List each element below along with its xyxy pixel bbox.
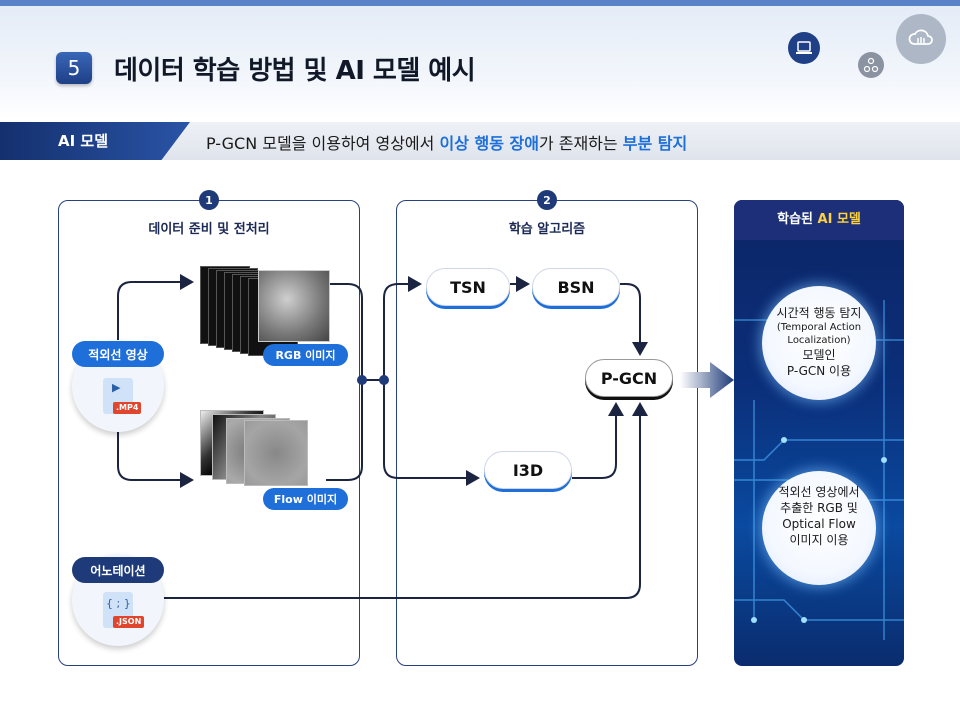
result-title-pre: 학습된	[777, 212, 818, 227]
cloud-icon	[896, 14, 946, 64]
circle1-line3: Localization)	[787, 335, 851, 346]
json-file-tag: .JSON	[113, 616, 145, 628]
node-pgcn: P-GCN	[585, 359, 673, 397]
band-highlight-1: 이상 행동 장애	[439, 134, 539, 153]
node-i3d: I3D	[484, 451, 572, 489]
ai-model-band-tab	[0, 122, 190, 160]
edge-junction-i3d	[383, 380, 480, 486]
result-arrow	[680, 362, 734, 398]
network-icon	[858, 52, 884, 78]
panel-title-data-prep: 데이터 준비 및 전처리	[148, 222, 270, 237]
band-highlight-2: 부분 탐지	[622, 134, 688, 153]
result-circle-1-text: 시간적 행동 탐지 (Temporal Action Localization)…	[734, 305, 904, 379]
band-text-mid: 가 존재하는	[538, 134, 623, 153]
junction-dot-1	[357, 375, 367, 385]
circle2-line2: 추출한 RGB 및	[780, 501, 858, 515]
rgb-image-label: RGB 이미지	[263, 344, 348, 366]
top-accent-bar	[0, 0, 960, 6]
step-badge-2: 2	[537, 190, 557, 210]
result-circle-2	[762, 471, 876, 585]
flow-image-label: Flow 이미지	[263, 488, 348, 510]
node-bsn: BSN	[532, 268, 620, 306]
band-text-pre: P-GCN 모델을 이용하여 영상에서	[206, 134, 440, 153]
edge-bsn-pgcn	[620, 283, 648, 356]
panel-title-algorithm: 학습 알고리즘	[508, 222, 586, 237]
result-circle-2-text: 적외선 영상에서 추출한 RGB 및 Optical Flow 이미지 이용	[734, 484, 904, 548]
rgb-frame-main	[258, 270, 330, 342]
source-annotation-label: 어노테이션	[72, 557, 164, 583]
circuit-background	[734, 300, 904, 640]
band-description: P-GCN 모델을 이용하여 영상에서 이상 행동 장애가 존재하는 부분 탐지	[206, 130, 687, 154]
flow-frame	[244, 420, 308, 486]
band-label: AI 모델	[58, 132, 109, 150]
circle2-line4: 이미지 이용	[789, 533, 849, 547]
edge-junction-tsn	[383, 276, 422, 380]
page-title: 데이터 학습 방법 및 AI 모델 예시	[114, 56, 476, 86]
video-file-tag: .MP4	[113, 402, 142, 414]
result-title-accent: AI 모델	[817, 212, 861, 227]
circle2-line3: Optical Flow	[782, 517, 856, 531]
result-title: 학습된 AI 모델	[734, 200, 904, 240]
result-circle-1	[762, 286, 876, 400]
edge-flow-junction	[326, 380, 363, 481]
junction-dot-2	[379, 375, 389, 385]
laptop-icon	[788, 32, 820, 64]
step-badge-1: 1	[199, 190, 219, 210]
edge-annotation-pgcn	[164, 402, 648, 599]
play-icon: ▶	[112, 381, 121, 394]
edge-video-flow	[117, 432, 194, 488]
circle1-line2: (Temporal Action	[776, 322, 862, 333]
circle1-line5: P-GCN 이용	[786, 364, 852, 378]
edge-i3d-pgcn	[572, 402, 624, 479]
section-number-badge: 5	[56, 52, 92, 84]
circle1-line1: 시간적 행동 탐지	[776, 306, 862, 320]
edge-video-rgb	[117, 274, 194, 340]
node-tsn: TSN	[426, 268, 510, 306]
edge-rgb-junction	[330, 283, 363, 380]
result-panel: 학습된 AI 모델	[734, 200, 904, 666]
circle1-line4: 모델인	[802, 348, 836, 362]
circle2-line1: 적외선 영상에서	[778, 485, 860, 499]
source-video-label: 적외선 영상	[72, 341, 164, 367]
json-glyph: { ; }	[106, 597, 131, 610]
